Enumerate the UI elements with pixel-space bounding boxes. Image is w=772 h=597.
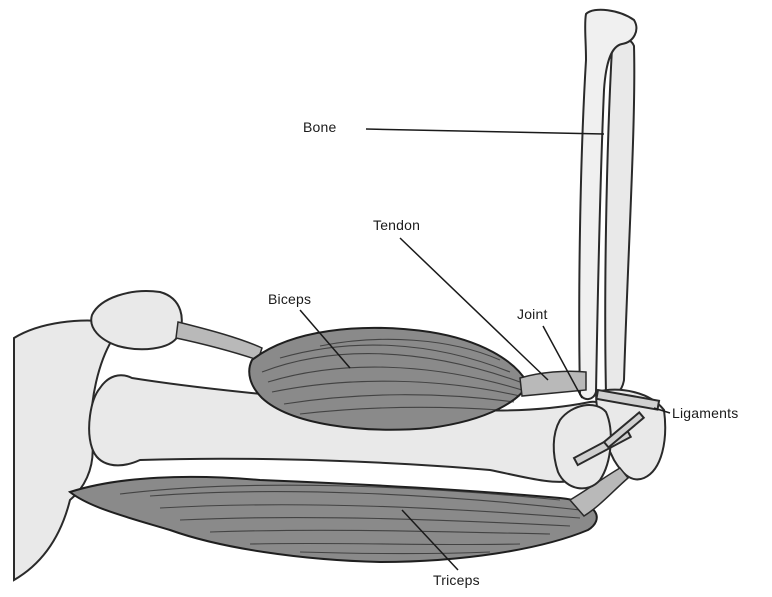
triceps-muscle bbox=[70, 468, 628, 562]
bone-leader bbox=[366, 129, 604, 134]
label-joint: Joint bbox=[517, 306, 548, 322]
label-biceps: Biceps bbox=[268, 291, 311, 307]
label-bone: Bone bbox=[303, 119, 337, 135]
label-tendon: Tendon bbox=[373, 217, 420, 233]
label-ligaments: Ligaments bbox=[672, 405, 738, 421]
label-triceps: Triceps bbox=[433, 572, 480, 588]
